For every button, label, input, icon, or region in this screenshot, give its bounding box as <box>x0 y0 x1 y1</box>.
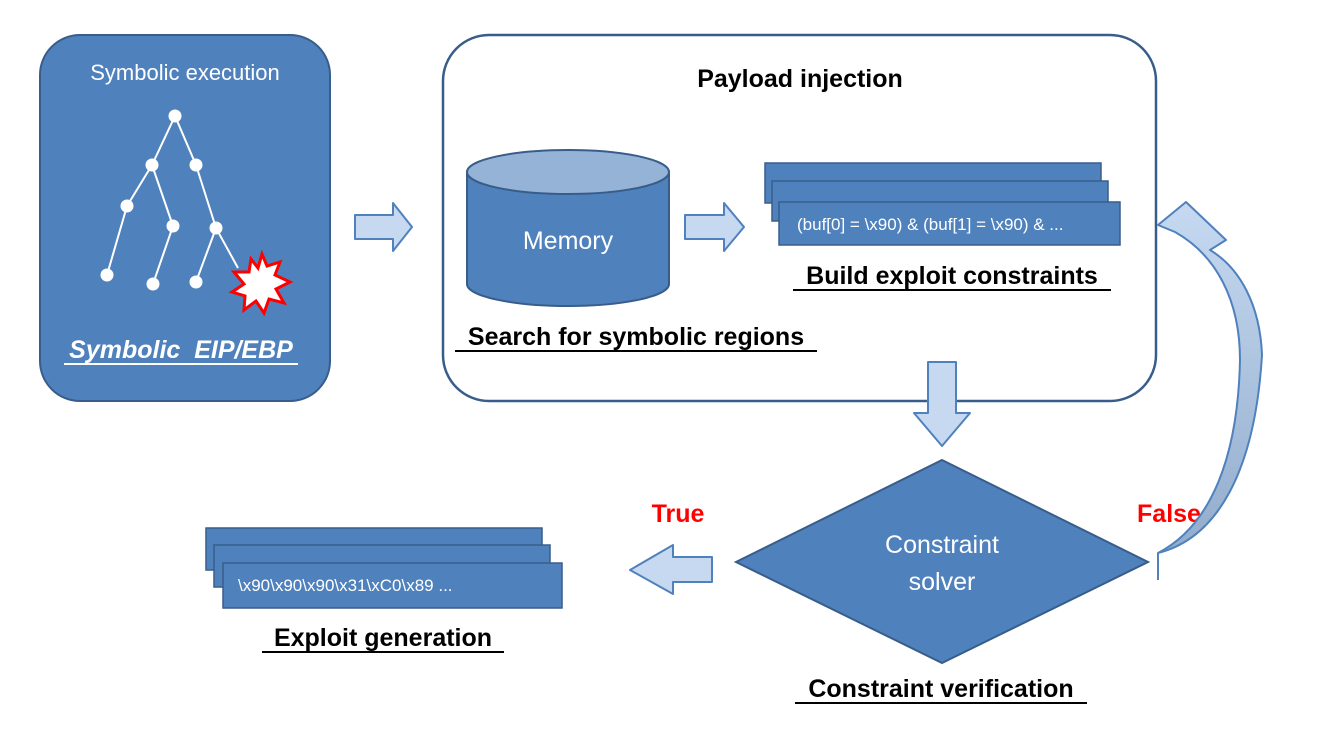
true-label: True <box>652 500 705 528</box>
payload-injection-title: Payload injection <box>697 65 903 93</box>
search-symbolic-regions-caption: Search for symbolic regions <box>468 323 804 351</box>
crash-explosion-icon <box>228 249 294 317</box>
symbolic-execution-panel: Symbolic execution Symbolic EIP/EBP <box>39 34 331 402</box>
memory-label: Memory <box>523 227 614 255</box>
memory-cylinder: Memory <box>466 149 670 307</box>
constraint-cards-stack: (buf[0] = \x90) & (buf[1] = \x90) & ... <box>764 162 1121 246</box>
arrow-to-constraint-solver <box>913 361 971 447</box>
constraint-solver-line2: solver <box>909 568 976 596</box>
constraint-solver-line1: Constraint <box>885 531 999 559</box>
arrow-to-exploit-generation <box>629 544 713 595</box>
false-label: False <box>1137 500 1201 528</box>
payload-injection-panel: Payload injection Memory Search for symb… <box>441 33 1158 403</box>
execution-tree-icon <box>100 109 239 291</box>
exploit-generation-caption: Exploit generation <box>274 624 492 652</box>
false-feedback-arrow <box>1157 201 1263 580</box>
constraint-verification-caption: Constraint verification <box>808 675 1073 703</box>
arrow-to-payload-injection <box>354 202 413 252</box>
exploit-bytes-text: \x90\x90\x90\x31\xC0\x89 ... <box>238 576 453 595</box>
symbolic-execution-title: Symbolic execution <box>90 60 280 85</box>
exploit-cards-stack: \x90\x90\x90\x31\xC0\x89 ... <box>205 527 563 609</box>
arrow-to-constraints <box>684 202 745 252</box>
constraints-text: (buf[0] = \x90) & (buf[1] = \x90) & ... <box>797 215 1063 234</box>
constraint-solver: Constraint solver <box>733 458 1151 665</box>
build-exploit-constraints-caption: Build exploit constraints <box>806 262 1098 290</box>
symbolic-eip-ebp-caption: Symbolic EIP/EBP <box>69 336 293 364</box>
